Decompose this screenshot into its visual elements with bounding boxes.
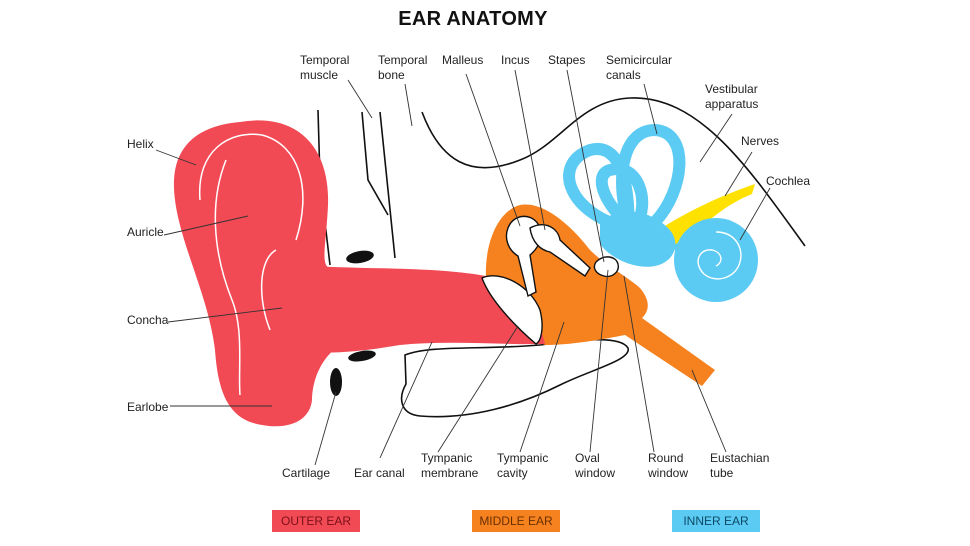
label-eustachian-tube: Eustachian tube [710, 451, 770, 480]
label-cartilage: Cartilage [282, 466, 331, 480]
semicircular-canals [563, 123, 686, 234]
legend-inner-ear: INNER EAR [672, 510, 760, 532]
temporal-bone-line [379, 111, 396, 259]
label-malleus: Malleus [442, 53, 484, 67]
label-vestibular-apparatus: Vestibular apparatus [705, 82, 759, 111]
helix-line [199, 133, 304, 241]
label-semicircular-canals: Semicircular canals [606, 53, 673, 82]
label-oval-window: Oval window [575, 451, 616, 480]
label-incus: Incus [501, 53, 530, 67]
concha-line [260, 249, 277, 331]
stapes-shape [593, 256, 619, 278]
label-round-window: Round window [648, 451, 689, 480]
label-earlobe: Earlobe [127, 400, 169, 414]
leader-lines [155, 69, 771, 466]
legend-middle-ear: MIDDLE EAR [472, 510, 560, 532]
label-cochlea: Cochlea [766, 174, 811, 188]
label-ear-canal: Ear canal [354, 466, 405, 480]
incus-shape [529, 224, 591, 277]
antihelix-line [214, 159, 241, 396]
legend-outer-ear: OUTER EAR [272, 510, 360, 532]
label-stapes: Stapes [548, 53, 586, 67]
label-tympanic-membrane: Tympanic membrane [421, 451, 479, 480]
label-temporal-muscle: Temporal muscle [300, 53, 350, 82]
vestibule-shape [600, 211, 676, 267]
label-concha: Concha [127, 313, 169, 327]
temporal-muscle-line [361, 111, 389, 216]
skull-outline [421, 97, 806, 247]
auricle-shape [173, 120, 340, 427]
jaw-outline [400, 338, 629, 418]
label-temporal-bone: Temporal bone [378, 53, 428, 82]
mark-2 [348, 350, 376, 362]
label-nerves: Nerves [741, 134, 780, 148]
label-tympanic-cavity: Tympanic cavity [497, 451, 549, 480]
mark-3 [330, 368, 342, 396]
nerves-shape [655, 184, 755, 252]
label-auricle: Auricle [127, 225, 164, 239]
mark-1 [346, 250, 374, 264]
ear-canal-shape [300, 265, 545, 353]
cochlea-shape [673, 218, 758, 302]
ossicles [505, 215, 619, 298]
diagram-title: EAR ANATOMY [398, 8, 548, 30]
label-helix: Helix [127, 137, 154, 151]
